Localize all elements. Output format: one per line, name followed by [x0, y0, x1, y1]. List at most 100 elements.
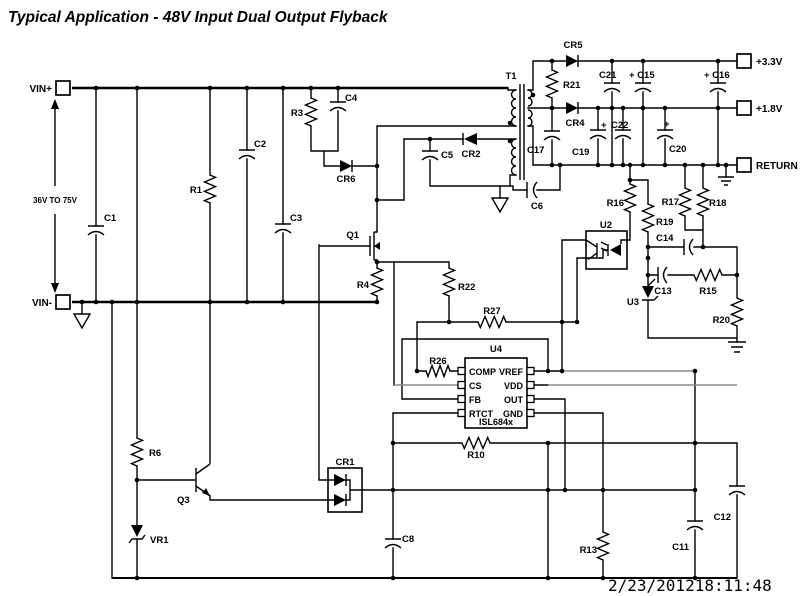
junction-dot	[662, 162, 668, 168]
junction-dot	[562, 487, 568, 493]
resistor-R18	[695, 187, 711, 217]
label-Q3: Q3	[177, 495, 190, 506]
label-R22: R22	[458, 282, 475, 293]
junction-dot	[640, 105, 646, 111]
label-C12: C12	[714, 512, 731, 523]
label-R10: R10	[467, 450, 484, 461]
junction-dot	[715, 162, 721, 168]
junction-dot	[692, 368, 698, 374]
junction-dot	[609, 58, 615, 64]
label-C1: C1	[104, 213, 117, 224]
junction-dot	[414, 368, 420, 374]
capacitor-C16	[709, 82, 727, 93]
input-rails	[72, 86, 508, 304]
pin-label-vref: VREF	[499, 367, 524, 377]
junction-dot	[595, 162, 601, 168]
junction-dot	[640, 162, 646, 168]
junction-dot	[545, 575, 551, 581]
junction-dot	[620, 162, 626, 168]
terminal-vin-minus	[55, 294, 71, 310]
junction-dot	[244, 85, 250, 91]
junction-dot	[609, 162, 615, 168]
label-CR6: CR6	[336, 174, 355, 185]
resistor-R20	[729, 297, 745, 327]
junction-dot	[308, 85, 314, 91]
label-3v3-output: +3.3V	[756, 57, 783, 68]
pin-label-fb: FB	[469, 395, 481, 405]
ic-u4-body	[464, 357, 528, 429]
label-Q1: Q1	[346, 230, 359, 241]
junction-dot	[134, 575, 140, 581]
junction-dot	[627, 162, 633, 168]
resistor-R15	[693, 267, 723, 283]
optocoupler-U2	[585, 230, 628, 270]
dual-diode-CR1	[327, 467, 363, 513]
junction-dot	[559, 368, 565, 374]
resistors	[129, 69, 745, 561]
label-R21: R21	[563, 80, 581, 91]
resistor-R22	[441, 267, 457, 297]
junction-dot	[244, 299, 250, 305]
junction-dot	[715, 105, 721, 111]
capacitor-C20	[656, 129, 674, 140]
junction-dot	[549, 162, 555, 168]
capacitor-C1	[87, 225, 105, 236]
timestamp: 2/23/201218:11:48	[608, 576, 772, 595]
pin-label-gnd: GND	[503, 409, 524, 419]
capacitor-C11	[686, 520, 704, 531]
label-T1: T1	[505, 71, 517, 82]
label-C3: C3	[290, 213, 302, 224]
label-C14: C14	[656, 233, 674, 244]
label-R17: R17	[662, 197, 679, 208]
junction-dot	[79, 299, 85, 305]
capacitor-C15	[634, 82, 652, 93]
capacitor-C12	[728, 485, 746, 496]
label-C5: C5	[441, 150, 454, 161]
resistor-R19	[640, 203, 656, 233]
pin-label-cs: CS	[469, 381, 482, 391]
capacitor-C2	[238, 149, 256, 160]
label-C22: C22	[611, 120, 628, 131]
ground-aux	[490, 197, 510, 214]
junction-dot	[682, 162, 688, 168]
junction-dot	[627, 177, 633, 183]
label-plus-C19: +	[601, 120, 607, 131]
label-U4: U4	[490, 344, 503, 355]
pin-label-vdd: VDD	[504, 381, 524, 391]
label-R6: R6	[149, 448, 161, 459]
junction-dot	[109, 299, 115, 305]
resistor-R21	[544, 69, 560, 99]
npn-Q3	[195, 463, 211, 497]
terminal-1v8	[736, 100, 752, 116]
label-R16: R16	[607, 198, 624, 209]
junction-dot	[645, 272, 651, 278]
junction-dot	[390, 440, 396, 446]
junction-dot	[734, 272, 740, 278]
junction-dot	[93, 85, 99, 91]
capacitor-C14	[683, 238, 694, 256]
junction-dot	[549, 58, 555, 64]
junction-dot	[134, 477, 140, 483]
page-title: Typical Application - 48V Input Dual Out…	[8, 9, 389, 26]
junction-dot	[280, 299, 286, 305]
ground-return	[718, 176, 734, 186]
junction-dot	[507, 138, 513, 144]
mosfet-Q1	[369, 231, 380, 261]
label-R18: R18	[709, 198, 726, 209]
label-vin-minus: VIN-	[32, 298, 52, 309]
capacitor-C8	[384, 538, 402, 549]
label-R15: R15	[699, 286, 717, 297]
junction-dot	[207, 299, 213, 305]
junction-dot	[640, 58, 646, 64]
diode-CR5	[566, 55, 579, 67]
ic-u4	[457, 357, 535, 429]
label-C4: C4	[345, 93, 358, 104]
junction-dot	[335, 85, 341, 91]
capacitor-C17	[543, 130, 561, 141]
label-CR5: CR5	[563, 40, 583, 51]
junction-dot	[545, 487, 551, 493]
junction-dot	[600, 487, 606, 493]
pin-label-out: OUT	[504, 395, 524, 405]
aux-winding	[510, 138, 517, 176]
junction-dot	[390, 575, 396, 581]
